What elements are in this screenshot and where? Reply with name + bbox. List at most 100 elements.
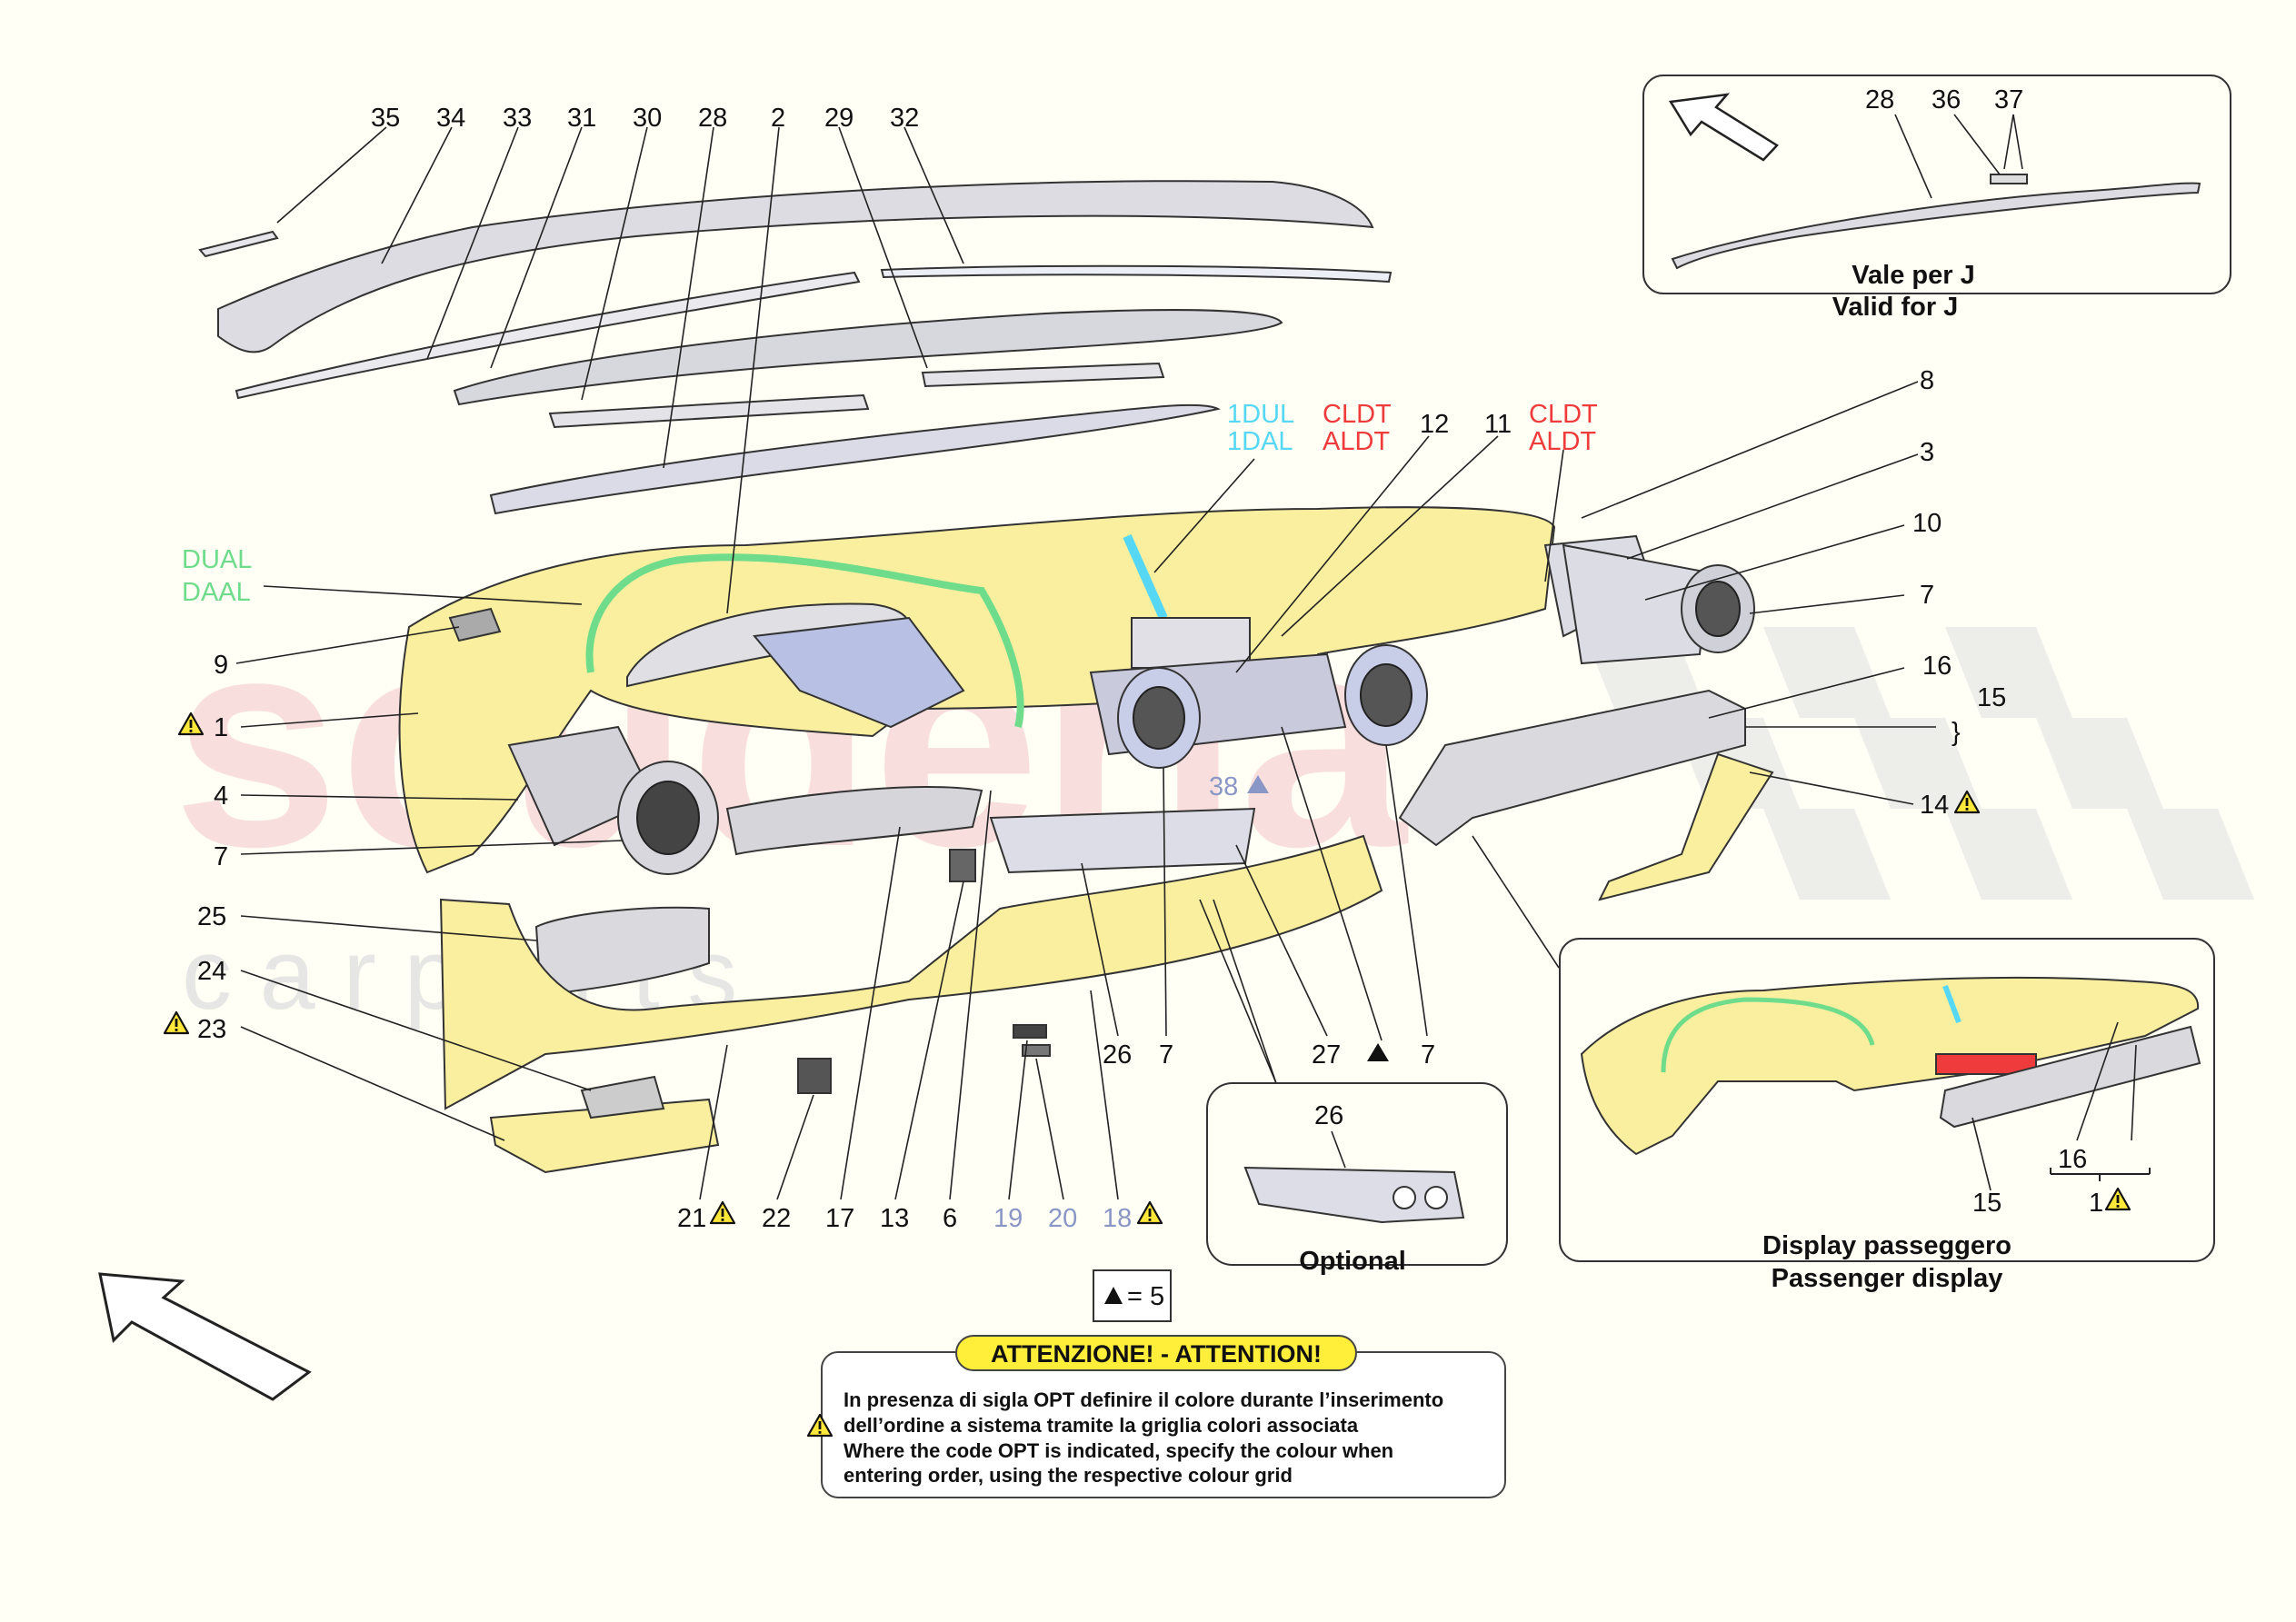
- callout-32: 32: [890, 104, 919, 133]
- inset-optional-knob-1: [1393, 1186, 1416, 1209]
- part-20-clip: [1022, 1044, 1051, 1057]
- callout-labels: 35 34 33 31 30 28 2 29 32 8 3 10 7 16 } …: [163, 104, 2006, 1233]
- callout-38-triangle-icon: [1247, 775, 1269, 793]
- callout-33: 33: [503, 104, 532, 133]
- part-31-trim: [453, 309, 1283, 406]
- part-14-trim: [1598, 752, 1774, 901]
- attention-title: ATTENZIONE! - ATTENTION!: [991, 1340, 1322, 1368]
- dual-daal-accent: [585, 553, 1024, 728]
- inset-callout-37: 37: [1994, 85, 2023, 114]
- callout-9: 9: [214, 651, 228, 680]
- callout-1: 1: [214, 713, 228, 742]
- inset-passenger-cyan-accent: [1942, 984, 1962, 1024]
- part-29-vent-slot: [921, 362, 1165, 388]
- callout-3: 3: [1920, 438, 1934, 467]
- attention-it-line2: dell’ordine a sistema tramite la griglia…: [844, 1414, 1359, 1437]
- callout-12: 12: [1420, 410, 1449, 439]
- inset-callout-28: 28: [1865, 85, 1894, 114]
- upper-trim-strips: [198, 180, 1393, 515]
- attention-warning-box: ATTENZIONE! - ATTENTION! In presenza di …: [806, 1335, 1506, 1498]
- inset-passenger-warning-icon: [2104, 1187, 2131, 1211]
- part-22-switch: [797, 1058, 832, 1094]
- callout-17: 17: [825, 1204, 854, 1233]
- callout-34: 34: [436, 104, 465, 133]
- callout-29: 29: [824, 104, 854, 133]
- quantity-note-triangle-icon: [1104, 1287, 1123, 1304]
- inset-optional-frame: [1206, 1082, 1508, 1266]
- code-daal: DAAL: [182, 578, 251, 607]
- inset-part-36-37: [1990, 174, 2028, 184]
- blue-duct-left: [753, 616, 965, 729]
- inset-passenger-green-accent: [1661, 997, 1875, 1073]
- inset-valid-for-j: 28 36 37 Vale per J: [1642, 75, 2231, 294]
- part-13-connector: [949, 849, 976, 882]
- callout-7-b: 7: [1421, 1040, 1435, 1070]
- dul-dal-accent: [1123, 533, 1168, 621]
- leader-lines: [235, 126, 1936, 1200]
- callout-8: 8: [1920, 366, 1934, 395]
- part-7-vent-driver: [617, 761, 719, 875]
- inset-passenger-callout-16: 16: [2058, 1145, 2087, 1174]
- part-30-vent-slot: [548, 393, 870, 429]
- callout-18-warning-icon: [1136, 1200, 1163, 1225]
- code-1dal: 1DAL: [1227, 427, 1293, 456]
- callout-15: 15: [1977, 683, 2006, 712]
- part-24-bracket: [580, 1075, 665, 1119]
- callout-19: 19: [993, 1204, 1023, 1233]
- inset-passenger-line1: Display passeggero: [1762, 1231, 2011, 1260]
- part-19-clip: [1013, 1024, 1047, 1039]
- lower-dashboard-yellow: [439, 834, 1383, 1110]
- attention-it-line1: In presenza di sigla OPT definire il col…: [844, 1388, 1443, 1411]
- inset-passenger-line2: Passenger display: [1772, 1264, 2003, 1293]
- callout-16: 16: [1922, 652, 1952, 681]
- attention-title-badge: [955, 1335, 1357, 1371]
- quantity-note: = 5: [1093, 1269, 1172, 1322]
- inset-passenger-display: 16 15 1 Display passeggero Passenger dis…: [1559, 938, 2215, 1293]
- inset-callout-36: 36: [1932, 85, 1961, 114]
- callout-14: 14: [1920, 791, 1949, 820]
- part-16-bracket: [1398, 689, 1746, 847]
- inset-passenger-callout-15: 15: [1972, 1189, 2002, 1218]
- part-25-switch-panel: [534, 906, 710, 997]
- callout-7-right: 7: [1920, 581, 1934, 610]
- inset-optional-label: Optional: [1299, 1247, 1406, 1276]
- callout-30: 30: [633, 104, 662, 133]
- code-dual: DUAL: [182, 545, 252, 574]
- callout-27: 27: [1312, 1040, 1341, 1070]
- callout-21-warning-icon: [709, 1200, 736, 1225]
- callout-24: 24: [197, 957, 226, 986]
- callout-4: 4: [214, 781, 228, 811]
- callout-26: 26: [1103, 1040, 1132, 1070]
- part-33-strip: [235, 271, 861, 400]
- qty-triangle-icon: [1367, 1043, 1389, 1061]
- direction-arrow-icon: [1668, 93, 1779, 162]
- attention-en-line1: Where the code OPT is indicated, specify…: [844, 1439, 1393, 1462]
- center-grille: [1131, 617, 1251, 669]
- quantity-note-frame: [1093, 1269, 1172, 1322]
- code-aldt-1: ALDT: [1323, 427, 1390, 456]
- part-26-trim: [989, 807, 1256, 874]
- inset-optional: 26 Optional: [1206, 1082, 1508, 1276]
- quantity-note-text: = 5: [1127, 1282, 1164, 1311]
- part-3-duct: [1562, 543, 1711, 665]
- color-code-labels: DUAL DAAL 1DUL 1DAL CLDT ALDT CLDT ALDT: [182, 400, 1598, 607]
- code-1dul: 1DUL: [1227, 400, 1294, 429]
- part-7-vent-left: [1117, 667, 1201, 769]
- callout-21: 21: [677, 1204, 706, 1233]
- inset-part-28: [1671, 182, 2201, 270]
- inset-passenger-frame: [1559, 938, 2215, 1262]
- part-32-strip: [880, 264, 1393, 284]
- code-aldt-2: ALDT: [1529, 427, 1596, 456]
- callout-25: 25: [197, 902, 226, 931]
- inset-valid-frame: [1642, 75, 2231, 294]
- part-9-clip: [448, 607, 502, 642]
- part-7-vent-right-outer: [1681, 564, 1755, 653]
- callout-6: 6: [943, 1204, 957, 1233]
- part-28-trim: [489, 403, 1221, 515]
- callout-7-left: 7: [214, 842, 228, 871]
- inset-passenger-dashboard: [1580, 976, 2200, 1156]
- inset-passenger-red-panel: [1935, 1053, 2037, 1075]
- part-7-vent-right: [1344, 644, 1428, 746]
- inset-passenger-bracket-line: [2050, 1168, 2151, 1181]
- bracket-brace: }: [1952, 718, 1961, 747]
